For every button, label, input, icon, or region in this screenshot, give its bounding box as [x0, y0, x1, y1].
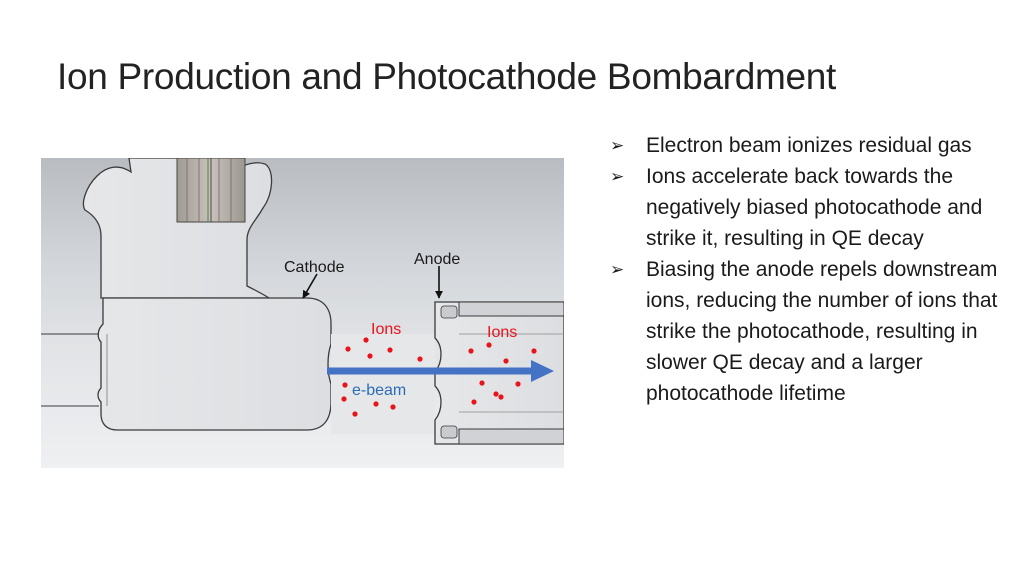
ion-dot	[471, 399, 477, 405]
ion-dots-left	[341, 337, 423, 417]
ion-dot	[468, 348, 474, 354]
bullet-text: Ions accelerate back towards the negativ…	[646, 165, 983, 250]
ion-dot	[345, 346, 351, 352]
arrowhead-bullet-icon: ➢	[610, 136, 625, 155]
ion-dot	[387, 347, 393, 353]
bullet-item: ➢ Electron beam ionizes residual gas	[608, 130, 1008, 161]
bullet-text: Electron beam ionizes residual gas	[646, 134, 972, 157]
anode-bore-lines	[459, 333, 564, 413]
bullet-item: ➢ Ions accelerate back towards the negat…	[608, 161, 1008, 254]
ion-dot	[352, 411, 358, 417]
ion-dot	[390, 404, 396, 410]
ion-dots-right	[468, 342, 537, 405]
cathode-label: Cathode	[284, 259, 345, 276]
bullet-text: Biasing the anode repels downstream ions…	[646, 258, 998, 405]
anode-upper-cap	[440, 305, 458, 319]
anode-upper-flange	[458, 301, 564, 317]
cathode-pointer-arrow	[302, 273, 318, 299]
left-tube	[41, 333, 99, 407]
ion-dot	[373, 401, 379, 407]
ion-dot	[367, 353, 373, 359]
anode-lower-cap	[440, 425, 458, 439]
ion-dot	[486, 342, 492, 348]
diagram-canvas: Cathode Anode Ions Ions e-beam	[41, 158, 564, 468]
anode-label: Anode	[414, 251, 460, 268]
ion-dot	[341, 396, 347, 402]
electron-gun-diagram: Cathode Anode Ions Ions e-beam	[41, 158, 564, 468]
ion-dot	[479, 380, 485, 386]
ions-label-left: Ions	[371, 321, 401, 338]
ion-dot	[503, 358, 509, 364]
ion-dot	[493, 391, 499, 397]
stem-rings	[186, 158, 232, 222]
ions-label-right: Ions	[487, 324, 517, 341]
ion-dot	[515, 381, 521, 387]
ion-dot	[342, 382, 348, 388]
slide-title: Ion Production and Photocathode Bombardm…	[57, 56, 837, 97]
ebeam-arrow-head	[531, 360, 554, 382]
bullet-item: ➢ Biasing the anode repels downstream io…	[608, 254, 1008, 409]
ion-dot	[498, 394, 504, 400]
anode-lower-flange	[458, 428, 564, 445]
arrowhead-bullet-icon: ➢	[610, 167, 625, 186]
arrowhead-bullet-icon: ➢	[610, 260, 625, 279]
ion-dot	[531, 348, 537, 354]
ebeam-label: e-beam	[352, 382, 406, 399]
bullet-list: ➢ Electron beam ionizes residual gas ➢ I…	[608, 130, 1008, 409]
ion-dot	[417, 356, 423, 362]
ion-dot	[363, 337, 369, 343]
cathode-chamber	[97, 297, 332, 431]
